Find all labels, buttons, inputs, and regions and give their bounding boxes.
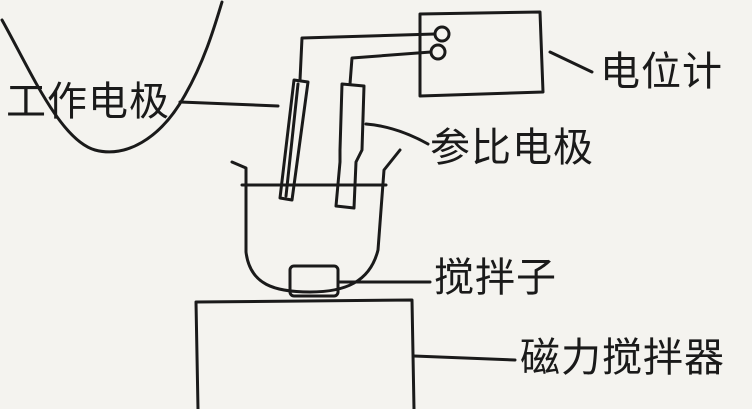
- label-magnetic-stirrer: 磁力搅拌器: [520, 335, 725, 381]
- magnetic-stirrer-body: [194, 298, 416, 409]
- label-working-electrode: 工作电极: [6, 79, 170, 125]
- potentiometer-terminal-lower: [429, 43, 447, 61]
- leader-working: [178, 100, 280, 108]
- label-potentiometer: 电位计: [600, 49, 723, 95]
- wire-working: [298, 32, 437, 82]
- leader-potentiometer: [548, 50, 594, 74]
- working-electrode: [278, 78, 310, 202]
- reference-electrode: [334, 82, 366, 210]
- potentiometer-terminal-upper: [433, 25, 451, 43]
- working-electrode-inner: [284, 82, 300, 198]
- flask-outline: [0, 0, 224, 154]
- beaker: [230, 148, 402, 294]
- wire-reference: [348, 50, 433, 86]
- potentiometer-box: [418, 10, 545, 98]
- label-stir-bar: 搅拌子: [434, 255, 557, 301]
- label-reference-electrode: 参比电极: [430, 125, 594, 171]
- leader-reference: [364, 122, 430, 146]
- leader-stirrer: [412, 354, 517, 362]
